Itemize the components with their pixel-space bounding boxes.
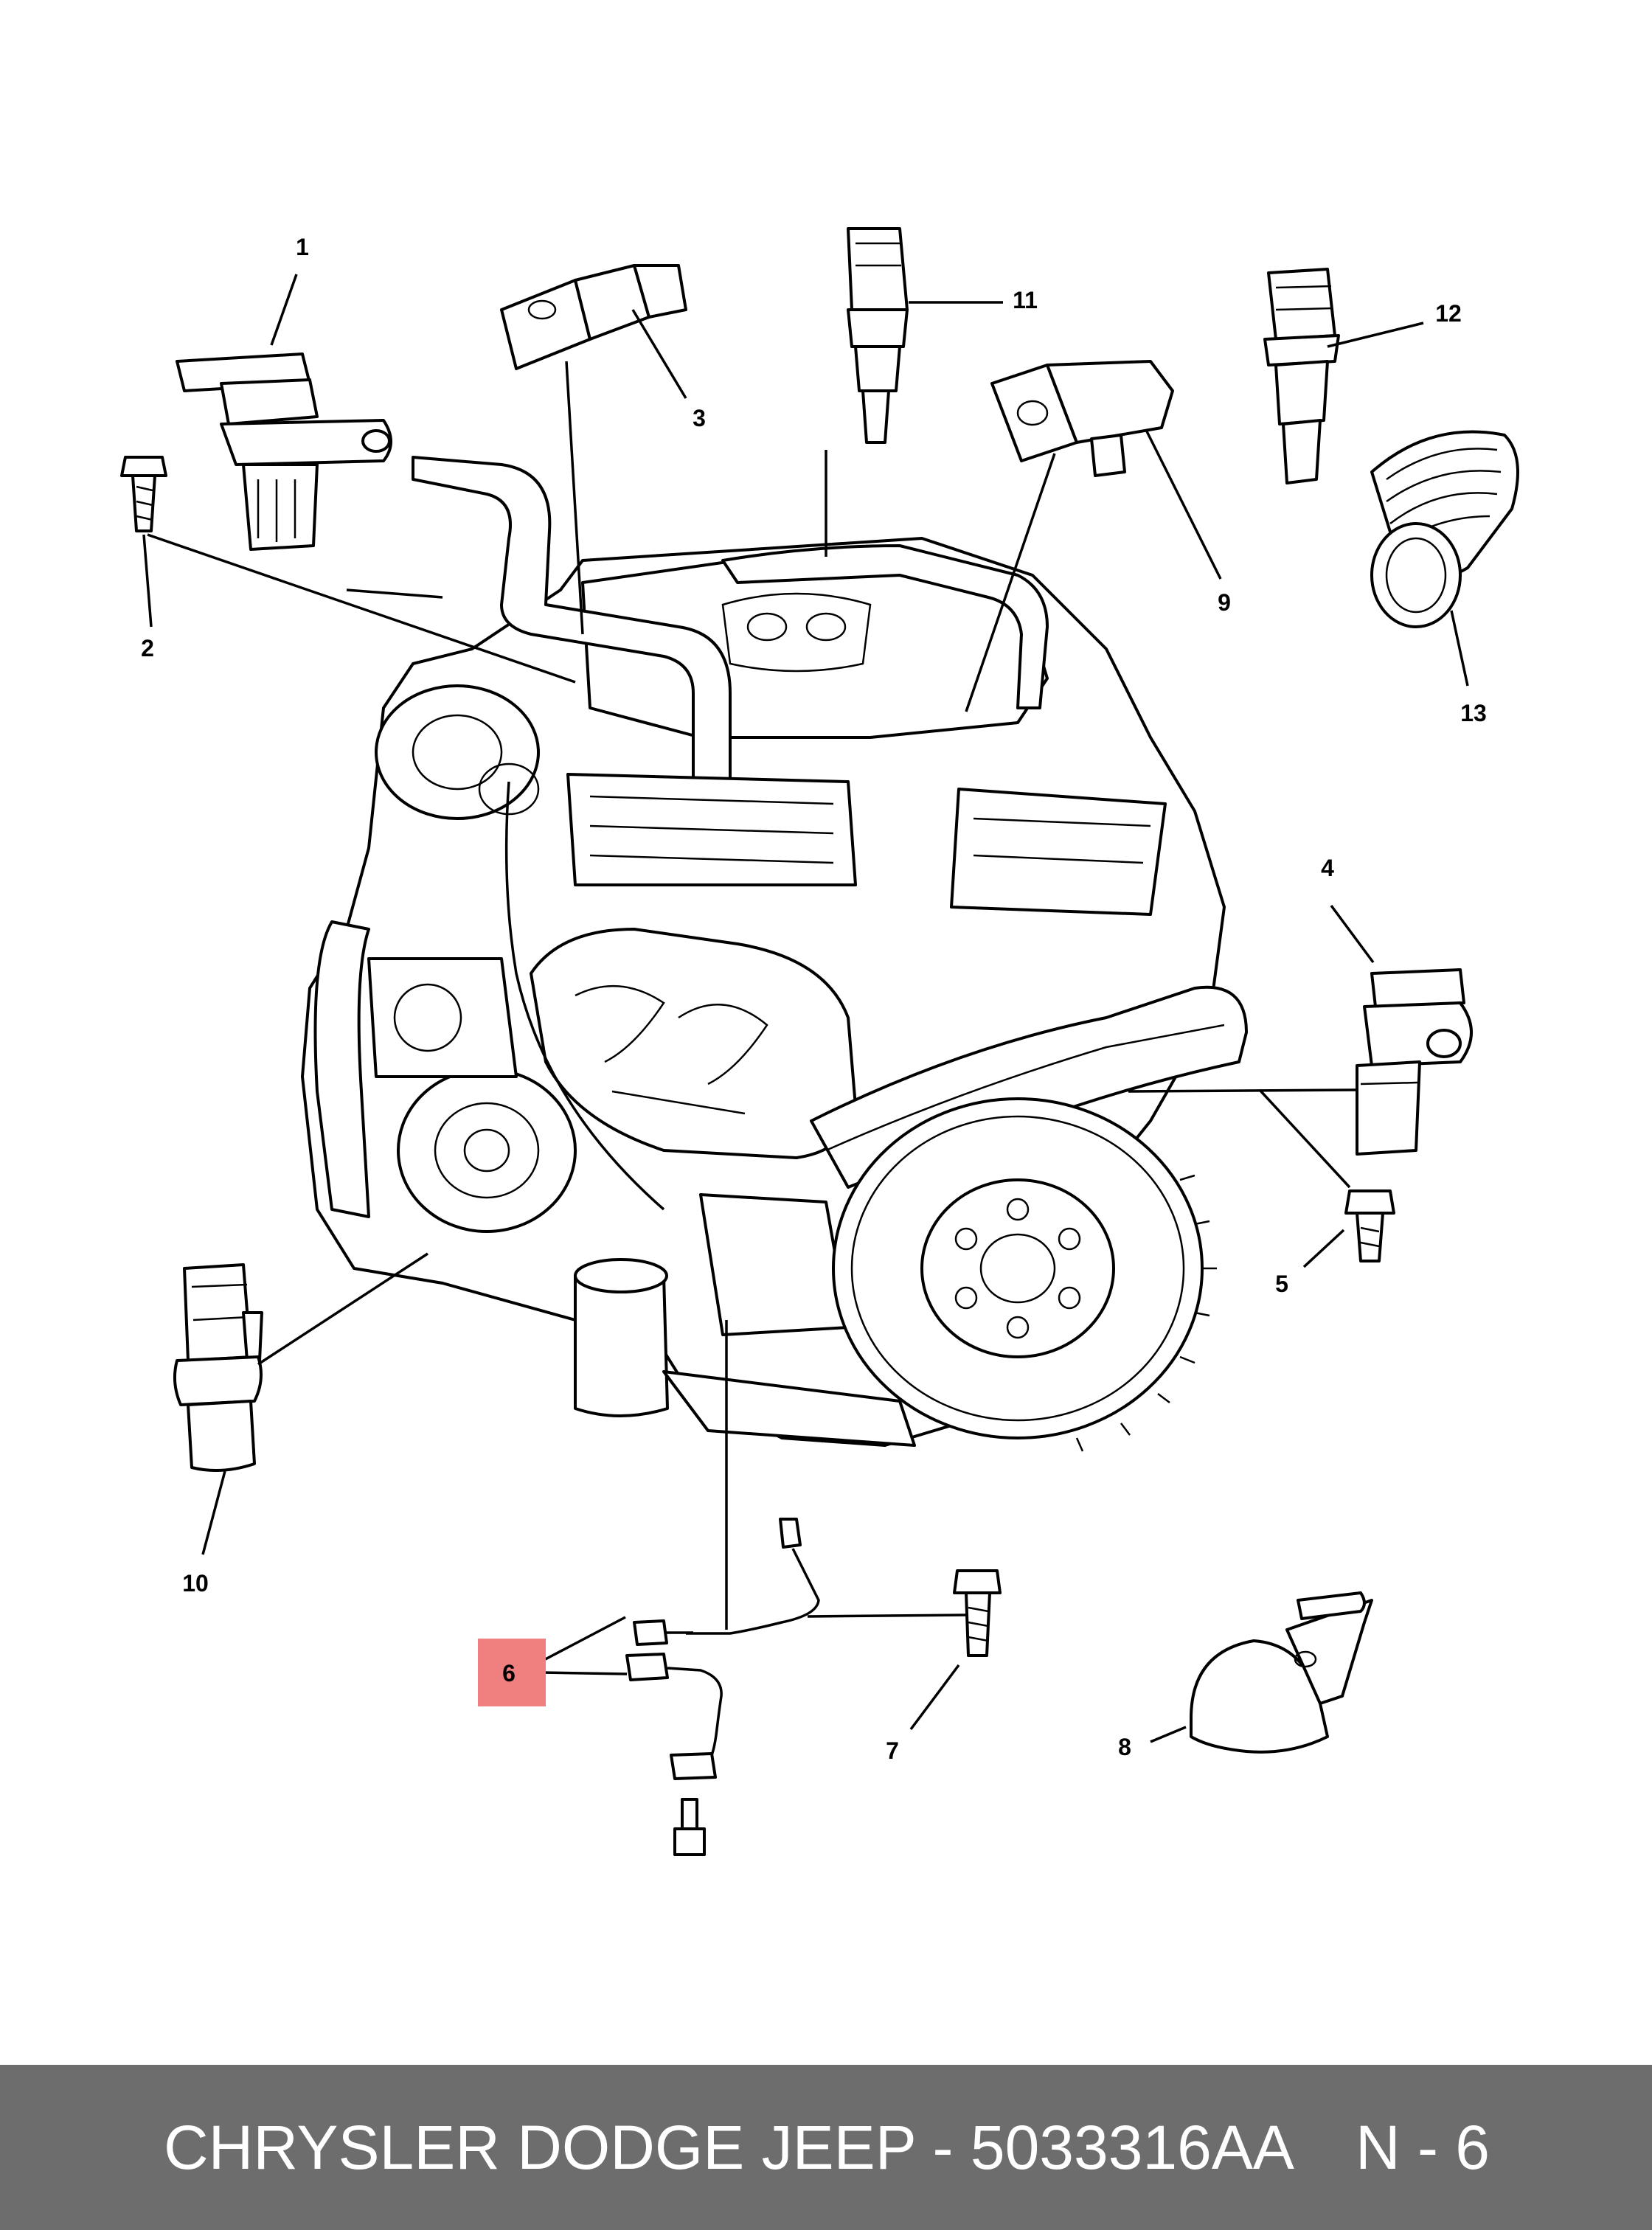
part-8-knock-sensor: 8 xyxy=(1118,1591,1373,1760)
part-5-bolt: 5 xyxy=(1275,1189,1395,1297)
callout-7: 7 xyxy=(886,1737,899,1764)
callout-12: 12 xyxy=(1435,300,1462,327)
callout-11: 11 xyxy=(1013,287,1038,313)
callout-13: 13 xyxy=(1460,700,1487,726)
callout-1: 1 xyxy=(296,234,309,260)
callout-4: 4 xyxy=(1321,855,1334,881)
part-7-bolt: 7 xyxy=(886,1569,1002,1764)
callout-10: 10 xyxy=(182,1570,209,1597)
part-9-map-sensor: 9 xyxy=(965,360,1231,712)
part-1-camshaft-sensor: 1 xyxy=(176,234,392,551)
engine-sensor-diagram: 1 2 3 11 9 xyxy=(120,227,1519,1856)
part-12-air-temperature-sensor: 12 xyxy=(1263,268,1462,484)
callout-3: 3 xyxy=(693,405,706,431)
callout-5: 5 xyxy=(1275,1271,1288,1297)
engine-assembly xyxy=(301,456,1248,1452)
footer-bar: CHRYSLER DODGE JEEP - 5033316AA N - 6 xyxy=(0,2065,1652,2230)
footer-part-title: CHRYSLER DODGE JEEP - 5033316AA xyxy=(164,2113,1294,2182)
part-10-coolant-sensor: 10 xyxy=(173,1252,428,1597)
part-13-intake-hose: 13 xyxy=(1370,430,1519,726)
callout-2: 2 xyxy=(141,635,154,661)
callout-9: 9 xyxy=(1218,589,1231,616)
part-11-temperature-sensor: 11 xyxy=(825,227,1038,557)
callout-6: 6 xyxy=(502,1660,516,1687)
callout-8: 8 xyxy=(1118,1734,1131,1760)
part-2-bolt: 2 xyxy=(120,456,576,684)
callout-6-highlight xyxy=(478,1639,546,1706)
part-4-crankshaft-sensor: 4 xyxy=(1128,855,1473,1189)
part-3-oil-pressure-sensor: 3 xyxy=(500,264,706,635)
footer-callout-code: N - 6 xyxy=(1356,2113,1490,2182)
part-6-oxygen-sensor: 6 xyxy=(478,1320,967,1856)
